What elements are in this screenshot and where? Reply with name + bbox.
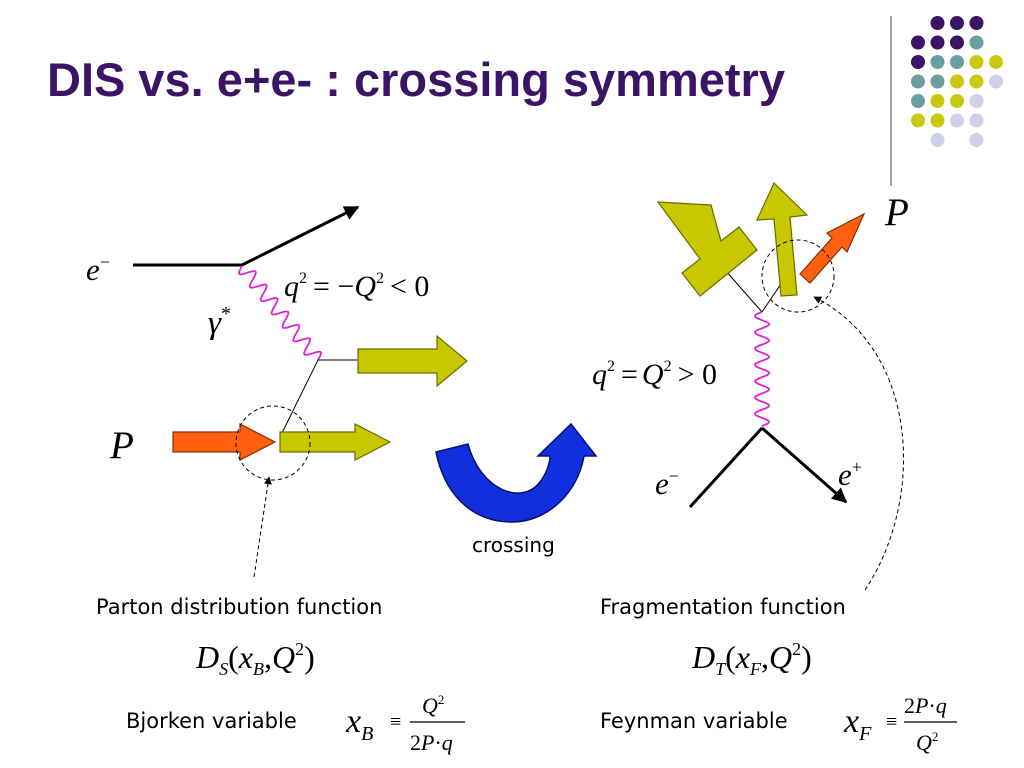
svg-text:2P·q: 2P·q xyxy=(410,730,453,755)
proton-arrow xyxy=(172,423,277,461)
bjorken-label: Bjorken variable xyxy=(126,709,297,733)
decorative-dot xyxy=(930,35,945,50)
ee-electron-line xyxy=(688,426,764,509)
decorative-dot xyxy=(950,35,964,50)
hadron-arrow xyxy=(799,212,866,284)
svg-text:Q2: Q2 xyxy=(916,729,938,755)
decorative-dot xyxy=(950,113,964,128)
decorative-dot xyxy=(950,94,964,108)
decorative-dot xyxy=(969,16,984,30)
ee-positron-label: e+ xyxy=(838,457,862,492)
ee-diagram: P q2=Q2> 0 e− e+ xyxy=(592,181,909,591)
feynman-formula: xF ≡ 2P·q Q2 xyxy=(843,693,957,755)
photon-label: γ* xyxy=(208,303,231,341)
ee-positron-line xyxy=(761,426,848,504)
decorative-dot xyxy=(930,16,945,30)
decorative-dot-grid xyxy=(911,16,1003,147)
ff-formula: DT(xF,Q2) xyxy=(691,639,812,679)
svg-text:≡: ≡ xyxy=(390,711,401,733)
slide-title: DIS vs. e+e- : crossing symmetry xyxy=(47,53,785,106)
dis-electron-label: e− xyxy=(86,252,110,287)
decorative-dot xyxy=(969,55,984,69)
parton-arrow xyxy=(279,423,392,461)
svg-text:xB: xB xyxy=(345,703,373,745)
fragment-arrow-left xyxy=(656,201,758,297)
decorative-dot xyxy=(950,55,964,69)
svg-text:xF: xF xyxy=(843,703,872,745)
decorative-dot xyxy=(911,35,925,50)
ee-proton-label: P xyxy=(884,191,909,234)
crossing-label: crossing xyxy=(472,533,555,557)
decorative-dot xyxy=(930,113,945,128)
decorative-dot xyxy=(969,133,984,147)
decorative-dot xyxy=(969,74,984,89)
pdf-pointer-line xyxy=(253,476,272,578)
ff-region-circle xyxy=(761,239,835,313)
decorative-dot xyxy=(911,74,925,89)
ee-momentum-transfer: q2=Q2> 0 xyxy=(592,358,717,391)
svg-text:2P·q: 2P·q xyxy=(904,693,947,718)
bjorken-formula: xB ≡ Q2 2P·q xyxy=(345,692,465,755)
decorative-dot xyxy=(989,55,1003,69)
decorative-dot xyxy=(950,16,964,30)
fragment-arrow-center xyxy=(756,181,809,297)
decorative-dot xyxy=(930,94,945,108)
struck-parton-arrow xyxy=(357,334,468,388)
ff-pointer-line xyxy=(813,296,904,591)
decorative-dot xyxy=(930,55,945,69)
decorative-dot xyxy=(930,133,945,147)
decorative-dot xyxy=(911,94,925,108)
decorative-dot xyxy=(911,113,925,128)
svg-text:Q2: Q2 xyxy=(422,692,444,718)
decorative-dot xyxy=(911,55,925,69)
decorative-dot xyxy=(969,35,984,50)
quark-line-left xyxy=(724,269,763,313)
pdf-formula: DS(xB,Q2) xyxy=(195,639,315,679)
decorative-dot xyxy=(950,74,964,89)
crossing-arrow xyxy=(435,422,598,523)
svg-text:≡: ≡ xyxy=(886,711,897,733)
outgoing-electron-line xyxy=(241,205,360,267)
dis-proton-label: P xyxy=(109,424,134,467)
dis-diagram: e− γ* q2= −Q2< 0 P xyxy=(86,205,468,578)
quark-line-diagonal xyxy=(279,359,319,438)
ee-virtual-photon xyxy=(754,311,770,427)
dis-virtual-photon xyxy=(238,265,322,361)
decorative-dot xyxy=(930,74,945,89)
ff-caption: Fragmentation function xyxy=(600,595,846,619)
ee-electron-label: e− xyxy=(655,466,679,501)
decorative-dot xyxy=(969,113,984,128)
pdf-caption: Parton distribution function xyxy=(96,595,382,619)
dis-momentum-transfer: q2= −Q2< 0 xyxy=(284,270,429,303)
pdf-region-circle xyxy=(235,405,311,481)
decorative-dot xyxy=(969,94,984,108)
feynman-label: Feynman variable xyxy=(600,709,788,733)
decorative-dot xyxy=(989,74,1003,89)
